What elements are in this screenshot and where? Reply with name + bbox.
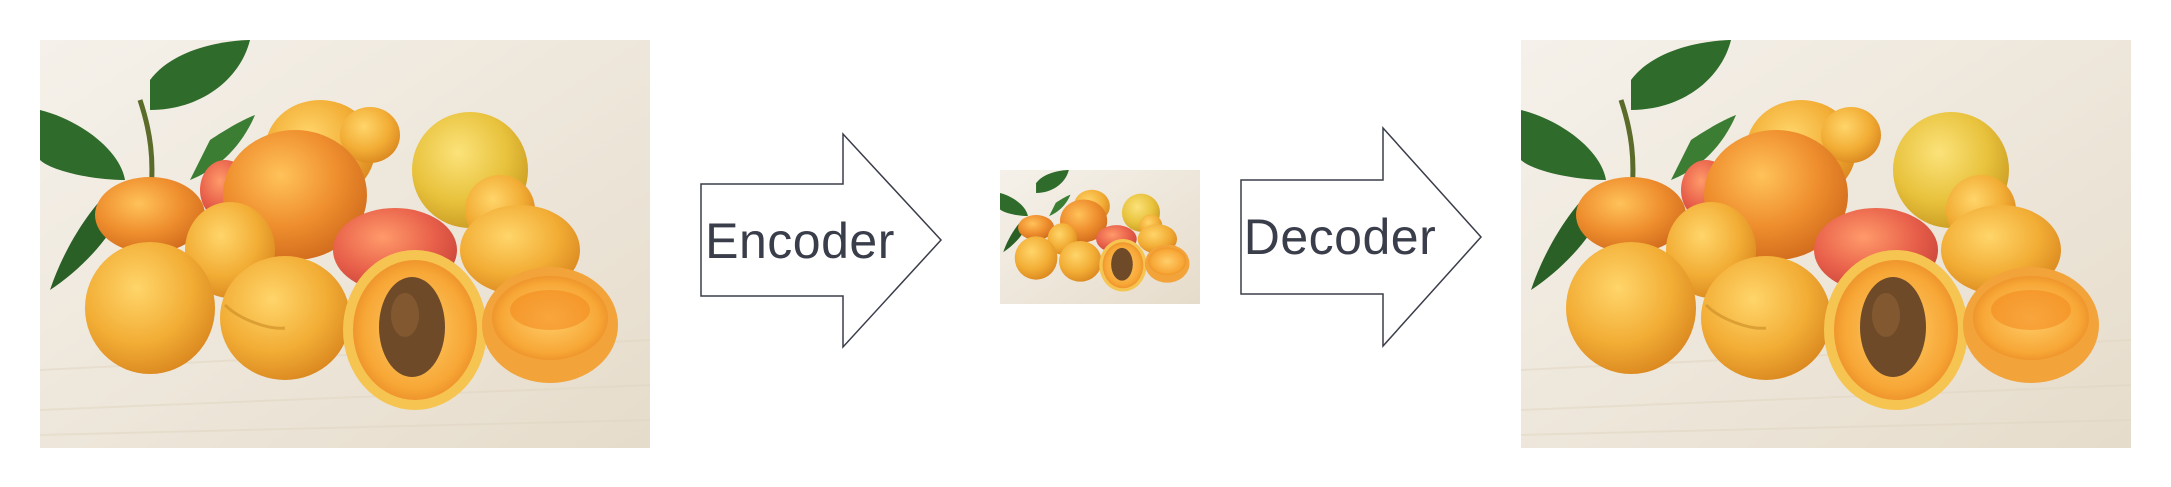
decoder-arrow: Decoder — [1240, 126, 1483, 348]
decoder-label: Decoder — [1243, 209, 1437, 265]
apricots-photo-icon — [40, 40, 650, 448]
encoder-arrow: Encoder — [700, 132, 943, 349]
apricots-photo-small-icon — [1000, 170, 1200, 304]
output-image — [1521, 40, 2131, 448]
apricots-photo-icon — [1521, 40, 2131, 448]
decoder-arrow-shape — [1240, 126, 1483, 348]
latent-image — [1000, 170, 1200, 304]
encoder-label: Encoder — [705, 212, 895, 269]
input-image — [40, 40, 650, 448]
encoder-arrow-shape — [700, 132, 943, 349]
